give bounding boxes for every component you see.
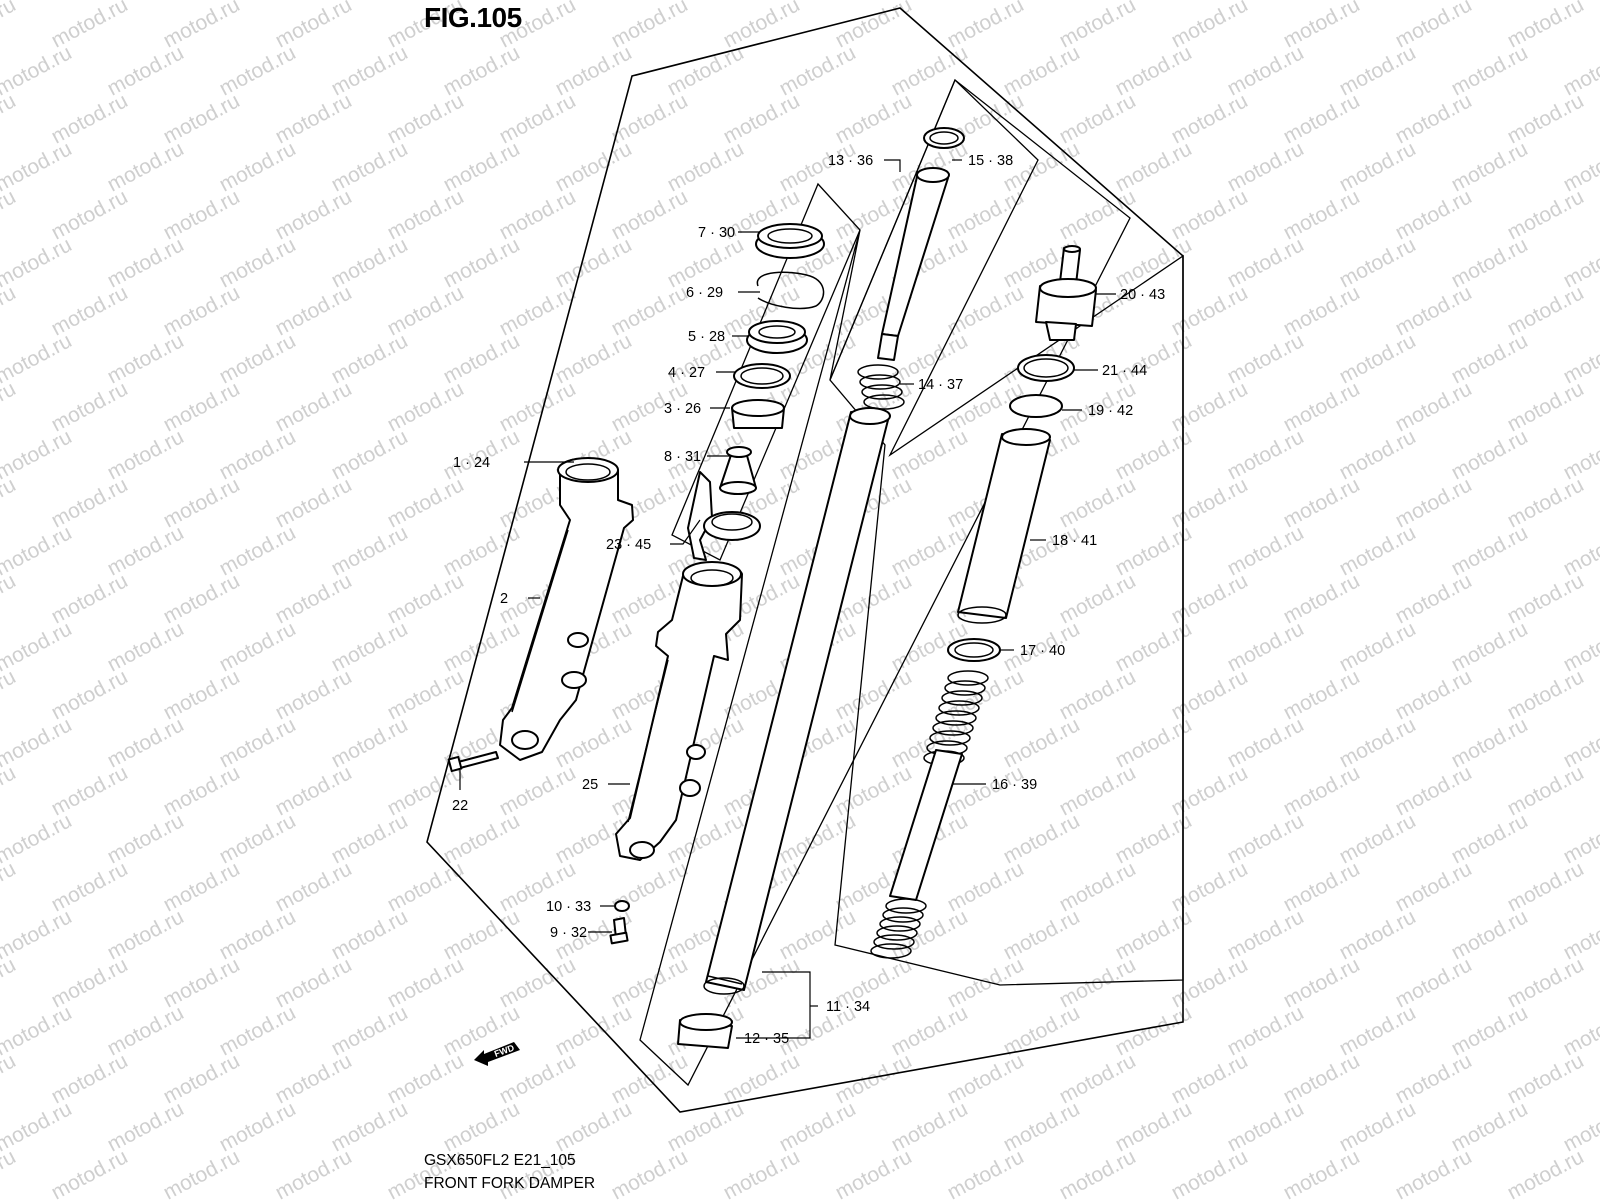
figure-name: FRONT FORK DAMPER — [424, 1175, 596, 1192]
watermark-text: motod.ru — [0, 761, 20, 820]
watermark-text: motod.ru — [1560, 233, 1600, 292]
watermark-text: motod.ru — [832, 1145, 916, 1200]
damper-rod-13 — [877, 167, 950, 361]
watermark-text: motod.ru — [1392, 1145, 1476, 1200]
watermark-text: motod.ru — [1560, 425, 1600, 484]
slide-bushing-12 — [677, 1013, 733, 1049]
watermark-text: motod.ru — [0, 137, 76, 196]
watermark-text: motod.ru — [0, 905, 76, 964]
watermark-text: motod.ru — [0, 521, 76, 580]
watermark-text: motod.ru — [1280, 1145, 1364, 1200]
watermark-text: motod.ru — [272, 1145, 356, 1200]
watermark-text: motod.ru — [0, 713, 76, 772]
watermark-text: motod.ru — [0, 1001, 76, 1060]
outer-tube-left — [499, 457, 634, 761]
watermark-text: motod.ru — [1168, 1145, 1252, 1200]
fork-spring-16 — [870, 670, 989, 959]
spacer-18 — [957, 428, 1051, 624]
watermark-text: motod.ru — [1560, 1097, 1600, 1156]
spring-coil — [932, 720, 974, 736]
spring-coil — [885, 898, 927, 914]
watermark-text: motod.ru — [1560, 905, 1600, 964]
spring-coil — [870, 943, 912, 959]
watermark-text: motod.ru — [1504, 1145, 1588, 1200]
rebound-spring-14 — [857, 364, 905, 410]
spring-coil — [879, 916, 921, 932]
axle-bolt-22 — [447, 751, 499, 773]
guide-bushing-3 — [731, 399, 785, 429]
outer-tube-right — [615, 561, 743, 861]
watermark-text: motod.ru — [0, 425, 76, 484]
spring-coil — [944, 680, 986, 696]
spring-coil — [873, 934, 915, 950]
slide-bushing-8 — [719, 446, 757, 495]
model-code: GSX650FL2 E21_105 — [424, 1152, 576, 1169]
watermark-text: motod.ru — [0, 233, 76, 292]
outer-frame — [426, 7, 1184, 1113]
watermark-text: motod.ru — [0, 617, 76, 676]
watermark-text: motod.ru — [0, 1049, 20, 1108]
watermark-text: motod.ru — [0, 377, 20, 436]
gasket-10 — [614, 900, 630, 912]
watermark-text: motod.ru — [0, 329, 76, 388]
watermark-text: motod.ru — [1560, 521, 1600, 580]
spring-coil — [876, 925, 918, 941]
o-ring-21 — [1017, 354, 1075, 382]
watermark-text: motod.ru — [720, 1145, 804, 1200]
stopper-ring-6 — [756, 271, 825, 310]
watermark-text: motod.ru — [1560, 713, 1600, 772]
watermark-text: motod.ru — [0, 185, 20, 244]
watermark-text: motod.ru — [0, 473, 20, 532]
watermark-text: motod.ru — [0, 0, 20, 52]
spring-coil — [929, 730, 971, 746]
watermark-text: motod.ru — [1560, 1001, 1600, 1060]
spring-coil — [882, 907, 924, 923]
spring-coil — [941, 690, 983, 706]
seal-parts-frame — [671, 182, 861, 561]
spring-coil — [947, 670, 989, 686]
o-ring-19 — [1009, 394, 1063, 418]
watermark-text: motod.ru — [48, 1145, 132, 1200]
watermark-text: motod.ru — [0, 953, 20, 1012]
spring-coil — [938, 700, 980, 716]
figure-title: FIG.105 — [424, 2, 522, 33]
ring-15 — [923, 127, 965, 149]
spring-seat-17 — [947, 638, 1001, 662]
watermark-text: motod.ru — [1560, 41, 1600, 100]
watermark-text: motod.ru — [1056, 1145, 1140, 1200]
washer-4 — [733, 363, 791, 389]
watermark-text: motod.ru — [1560, 329, 1600, 388]
watermark-text: motod.ru — [0, 665, 20, 724]
drain-bolt-9 — [609, 917, 629, 945]
watermark-text: motod.ru — [608, 1145, 692, 1200]
watermark-text: motod.ru — [0, 281, 20, 340]
watermark-text: motod.ru — [0, 857, 20, 916]
watermark-text: motod.ru — [0, 569, 20, 628]
watermark-text: motod.ru — [1560, 809, 1600, 868]
watermark-text: motod.ru — [0, 809, 76, 868]
watermark-text: motod.ru — [0, 89, 20, 148]
dust-seal-7 — [755, 223, 825, 259]
cap-bolt-20 — [1035, 245, 1097, 341]
watermark-text: motod.ru — [0, 1097, 76, 1156]
fwd-label: FWD — [493, 1042, 516, 1059]
forward-direction-icon: FWD — [474, 1042, 520, 1066]
spring-coil — [935, 710, 977, 726]
spring-damper-frame — [829, 78, 1184, 986]
oil-seal-5 — [746, 320, 808, 354]
watermark-text: motod.ru — [0, 1145, 20, 1200]
watermark-text: motod.ru — [944, 1145, 1028, 1200]
watermark-text: motod.ru — [1560, 137, 1600, 196]
watermark-text: motod.ru — [160, 1145, 244, 1200]
watermark-text: motod.ru — [0, 41, 76, 100]
watermark-text: motod.ru — [1560, 617, 1600, 676]
